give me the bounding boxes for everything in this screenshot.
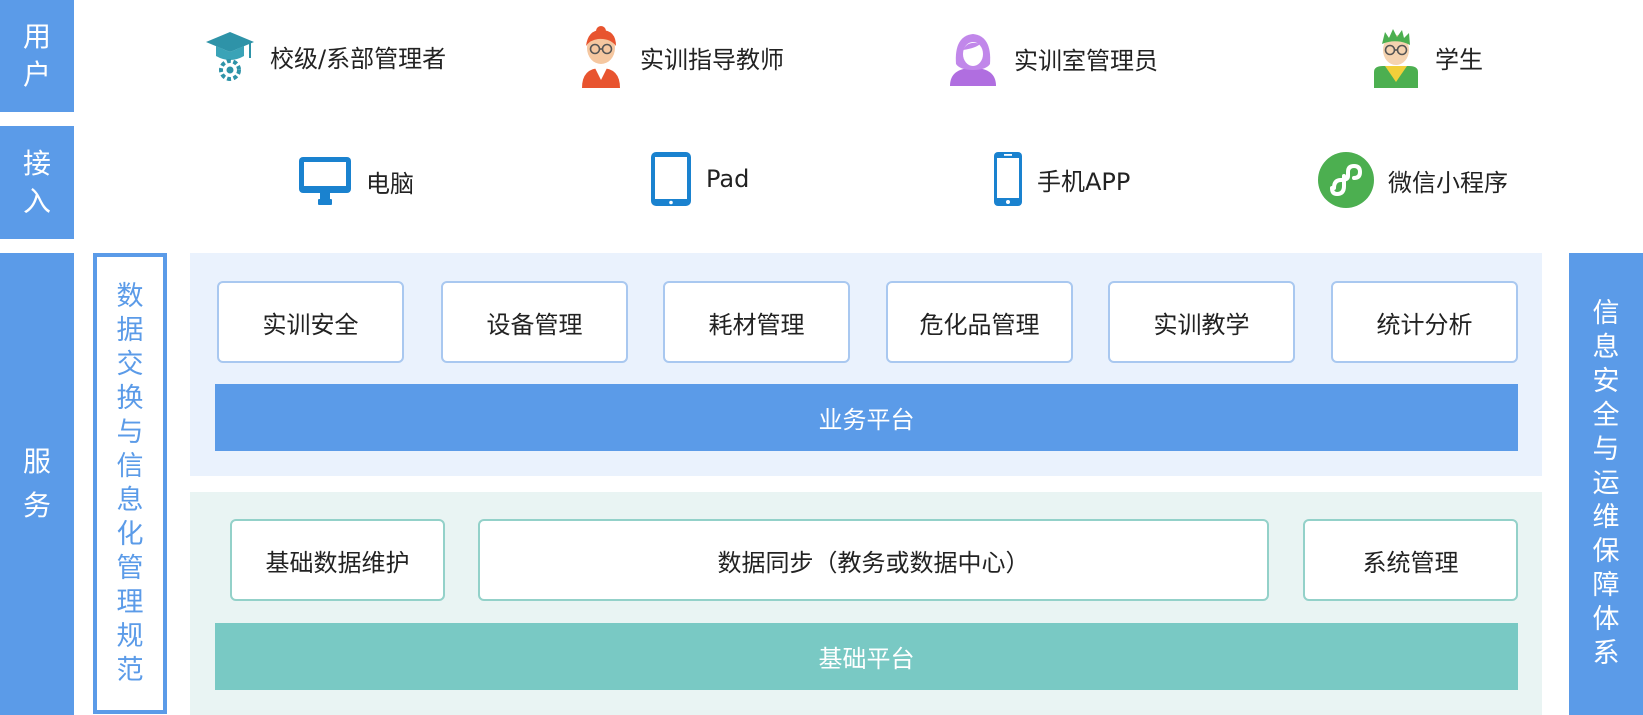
module-training-teaching: 实训教学 (1108, 281, 1295, 363)
spec-char: 系 (1592, 638, 1620, 669)
module-hazardous-chemicals: 危化品管理 (886, 281, 1073, 363)
teacher-avatar-icon (582, 26, 620, 88)
business-platform-bar: 业务平台 (215, 384, 1518, 451)
module-system-management: 系统管理 (1303, 519, 1518, 601)
spec-char: 化 (116, 518, 144, 550)
module-consumables-management: 耗材管理 (663, 281, 850, 363)
user-label: 实训指导教师 (640, 45, 784, 74)
business-platform-panel: 实训安全 设备管理 耗材管理 危化品管理 实训教学 统计分析 业务平台 (190, 253, 1542, 476)
spec-char: 全 (1592, 400, 1620, 431)
spec-char: 安 (1592, 366, 1620, 397)
layer-label-access: 接入 (0, 126, 74, 239)
access-app: 手机APP (993, 151, 1130, 207)
access-pad: Pad (650, 151, 749, 207)
spec-char: 与 (1592, 434, 1620, 465)
spec-char: 信 (1592, 298, 1620, 329)
user-school-admin: 校级/系部管理者 (204, 28, 446, 84)
module-basic-data-maintenance: 基础数据维护 (230, 519, 445, 601)
base-platform-panel: 基础数据维护 数据同步（教务或数据中心） 系统管理 基础平台 (190, 492, 1542, 715)
module-equipment-management: 设备管理 (441, 281, 628, 363)
spec-char: 据 (116, 314, 144, 346)
base-platform-bar: 基础平台 (215, 623, 1518, 690)
data-exchange-spec-column: 数据交换与信息化管理规范 (93, 253, 167, 714)
spec-char: 体 (1592, 604, 1620, 635)
access-label: 电脑 (366, 169, 414, 198)
access-label: 手机APP (1037, 167, 1131, 196)
spec-char: 信 (116, 450, 144, 482)
user-label: 学生 (1435, 45, 1483, 74)
spec-char: 障 (1592, 570, 1620, 601)
module-data-sync: 数据同步（教务或数据中心） (478, 519, 1269, 601)
spec-char: 保 (1592, 536, 1620, 567)
user-label: 校级/系部管理者 (270, 44, 447, 73)
module-statistics-analysis: 统计分析 (1331, 281, 1518, 363)
mobile-phone-icon (994, 152, 1022, 206)
graduation-cap-gear-icon (206, 32, 254, 81)
spec-char: 换 (116, 382, 144, 414)
layer-label-service: 服务 (0, 253, 74, 715)
user-lab-admin: 实训室管理员 (946, 30, 1158, 86)
spec-char: 数 (116, 280, 144, 312)
user-teacher: 实训指导教师 (576, 26, 784, 88)
spec-char: 规 (116, 620, 144, 652)
woman-avatar-icon (950, 34, 996, 86)
spec-char: 交 (116, 348, 144, 380)
desktop-monitor-icon (299, 157, 351, 205)
access-label: 微信小程序 (1388, 168, 1508, 197)
spec-char: 与 (116, 416, 144, 448)
spec-char: 息 (1592, 332, 1620, 363)
module-training-safety: 实训安全 (217, 281, 404, 363)
tablet-icon (651, 152, 691, 206)
access-label: Pad (706, 165, 750, 193)
layer-label-user: 用户 (0, 0, 74, 112)
spec-char: 理 (116, 586, 144, 618)
wechat-miniprogram-icon (1318, 152, 1374, 208)
user-label: 实训室管理员 (1014, 46, 1158, 75)
student-avatar-icon (1374, 29, 1418, 88)
user-student: 学生 (1371, 26, 1483, 88)
access-pc: 电脑 (298, 155, 414, 207)
spec-char: 管 (116, 552, 144, 584)
spec-char: 维 (1592, 502, 1620, 533)
access-miniprogram: 微信小程序 (1318, 152, 1508, 208)
security-ops-column: 信息安全与运维保障体系 (1569, 253, 1643, 715)
spec-char: 运 (1592, 468, 1620, 499)
spec-char: 息 (116, 484, 144, 516)
spec-char: 范 (116, 654, 144, 686)
